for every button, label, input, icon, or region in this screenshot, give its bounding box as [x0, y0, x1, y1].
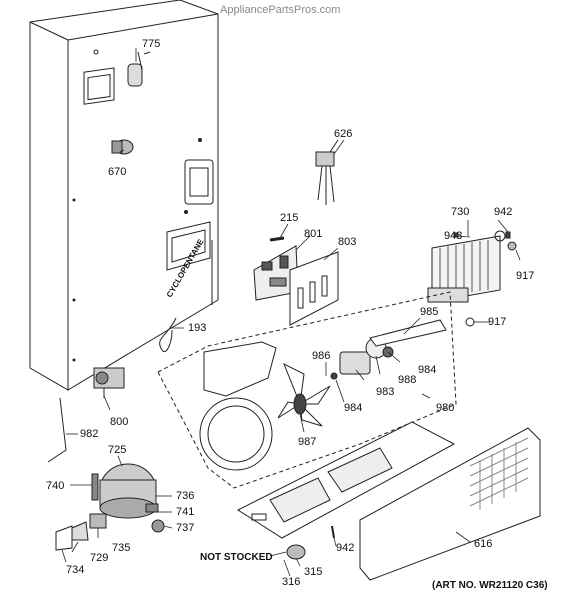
callout-734: 734	[66, 564, 85, 576]
callout-315: 315	[304, 566, 323, 578]
callout-736: 736	[176, 490, 195, 502]
fan-assembly-outline	[157, 291, 457, 489]
callout-942-bottom: 942	[336, 542, 355, 554]
part-942b-drawing	[331, 525, 335, 539]
leader-lines	[61, 48, 521, 577]
callout-316: 316	[282, 576, 301, 588]
part-775-drawing	[127, 51, 151, 87]
watermark-text: AppliancePartsPros.com	[220, 4, 341, 16]
callout-803: 803	[338, 236, 357, 248]
callout-737: 737	[176, 522, 195, 534]
part-987-drawing	[277, 362, 331, 427]
part-942-drawing	[505, 231, 511, 239]
callout-740: 740	[46, 480, 65, 492]
callout-775: 775	[142, 38, 161, 50]
callout-735: 735	[112, 542, 131, 554]
callout-626: 626	[334, 128, 353, 140]
part-193-drawing	[159, 317, 177, 352]
callout-800: 800	[110, 416, 129, 428]
part-215-drawing	[269, 236, 285, 242]
part-803-drawing	[289, 251, 339, 326]
callout-985: 985	[420, 306, 439, 318]
part-917-drawing	[507, 241, 517, 251]
callout-943: 943	[444, 230, 463, 242]
part-616-drawing	[359, 427, 541, 581]
callout-980: 980	[436, 402, 455, 414]
callout-982: 982	[80, 428, 99, 440]
callout-986: 986	[312, 350, 331, 362]
part-315-drawing	[286, 544, 306, 560]
part-735-drawing	[89, 513, 107, 529]
callout-987: 987	[298, 436, 317, 448]
callout-741: 741	[176, 506, 195, 518]
part-800-drawing	[93, 367, 125, 398]
callout-801: 801	[304, 228, 323, 240]
callout-670: 670	[108, 166, 127, 178]
part-626-drawing	[315, 139, 339, 205]
callout-730: 730	[451, 206, 470, 218]
callout-215: 215	[280, 212, 299, 224]
part-737-drawing	[151, 519, 165, 533]
part-670-drawing	[111, 139, 134, 155]
part-985-drawing	[369, 319, 447, 347]
part-982-drawing	[47, 397, 67, 463]
callout-725: 725	[108, 444, 127, 456]
callout-984-right: 984	[418, 364, 437, 376]
not-stocked-label: NOT STOCKED	[200, 552, 273, 563]
callout-983: 983	[376, 386, 395, 398]
part-943-drawing	[453, 232, 459, 238]
part-917b-drawing	[465, 317, 475, 327]
art-number: (ART NO. WR21120 C36)	[432, 580, 548, 591]
cabinet-back	[29, 0, 219, 391]
base-tray	[236, 421, 456, 539]
part-730-drawing	[427, 230, 506, 303]
callout-988: 988	[398, 374, 417, 386]
part-734-drawing	[55, 525, 73, 551]
part-980-shroud	[199, 341, 277, 471]
callout-193: 193	[188, 322, 207, 334]
callout-917-mid: 917	[488, 316, 507, 328]
part-725-drawing	[91, 463, 159, 519]
callout-729: 729	[90, 552, 109, 564]
callout-917-top: 917	[516, 270, 535, 282]
callout-616: 616	[474, 538, 493, 550]
callout-984-left: 984	[344, 402, 363, 414]
callout-942-top: 942	[494, 206, 513, 218]
part-729-drawing	[71, 521, 89, 541]
